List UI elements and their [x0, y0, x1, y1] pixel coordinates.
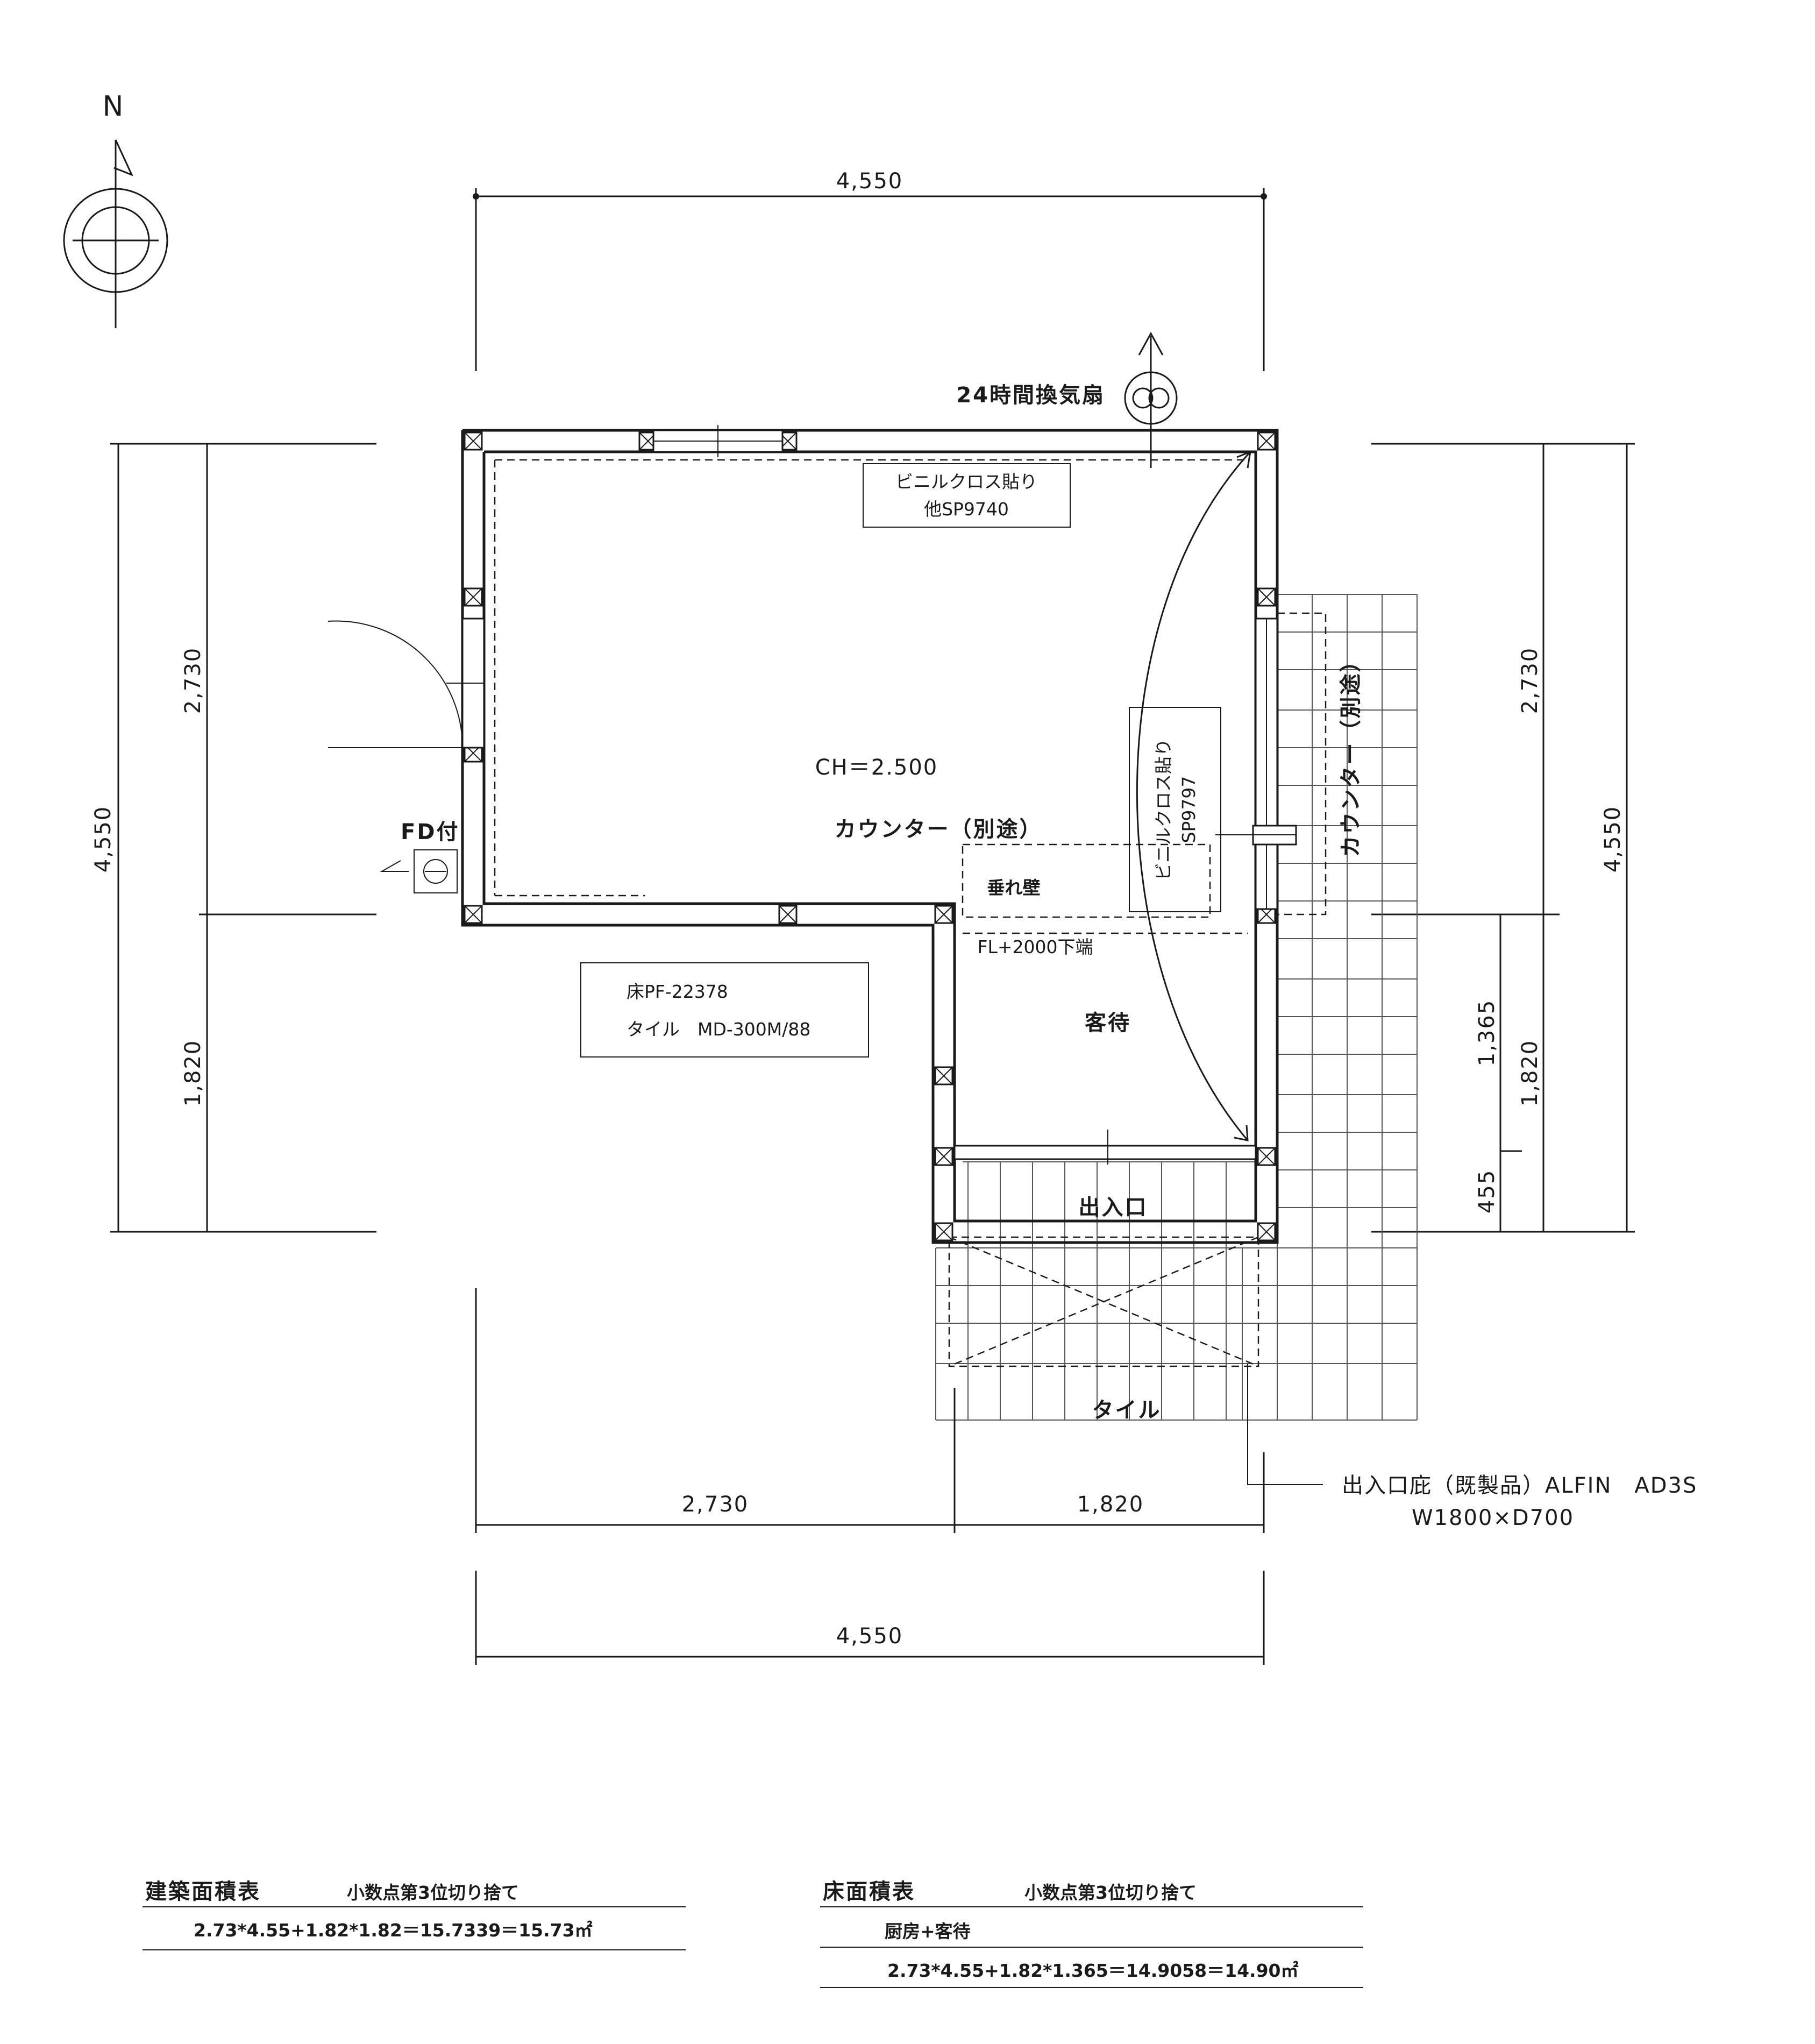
tile-label: タイル: [1092, 1398, 1162, 1423]
wall-cloth-line2: 他SP9740: [924, 499, 1009, 520]
north-arrow-icon: [63, 139, 168, 328]
floor-area-title: 床面積表: [823, 1879, 915, 1904]
dim-top-total: 4,550: [836, 169, 903, 194]
dim-left-upper: 2,730: [181, 647, 205, 714]
dim-right-455: 455: [1475, 1169, 1499, 1213]
hanging-wall-label: 垂れ壁: [987, 877, 1041, 898]
ceiling-height-label: CH＝2.500: [815, 755, 938, 780]
dim-right-total: 4,550: [1600, 806, 1625, 873]
entrance-door: [953, 1130, 1257, 1165]
building-area-formula: 2.73*4.55+1.82*1.82＝15.7339＝15.73㎡: [194, 1920, 593, 1941]
dim-left-total: 4,550: [91, 806, 116, 873]
dim-right-1820: 1,820: [1518, 1040, 1542, 1107]
wall-cloth-line1: ビニルクロス貼り: [895, 471, 1037, 492]
dim-left-lower: 1,820: [181, 1040, 205, 1107]
building-area-title: 建築面積表: [145, 1879, 261, 1904]
dim-right-1365: 1,365: [1475, 999, 1499, 1067]
dim-right-upper: 2,730: [1518, 647, 1542, 714]
dim-bottom-total: 4,550: [836, 1624, 903, 1649]
dim-bottom-right: 1,820: [1077, 1492, 1144, 1517]
counter-fixture: [1215, 825, 1297, 846]
fd-fan-icon: [380, 849, 458, 893]
counter-outline: [494, 459, 1327, 934]
floor-area-subtitle: 厨房+客待: [885, 1921, 971, 1942]
right-dimension-lines: [1371, 443, 1635, 1233]
building-area-note: 小数点第3位切り捨て: [347, 1882, 519, 1903]
entrance-canopy: [948, 1236, 1259, 1367]
floor-area-note: 小数点第3位切り捨て: [1024, 1882, 1197, 1903]
north-label: N: [103, 90, 124, 123]
vertical-cloth-line2: SP9797: [1178, 776, 1199, 843]
floor-note-line1: 床PF-22378: [627, 981, 728, 1002]
ventilation-fan-icon: [1124, 331, 1178, 468]
west-door: [328, 618, 485, 749]
building-area-table: [143, 1906, 686, 1950]
fan-label: 24時間換気扇: [956, 383, 1105, 408]
waiting-room-label: 客待: [1085, 1011, 1131, 1035]
floor-note-box: [580, 962, 869, 1058]
canopy-note-line2: W1800×D700: [1412, 1506, 1574, 1530]
top-window: [652, 425, 784, 457]
door-swing-arc: [1136, 451, 1251, 1141]
floor-area-table: [820, 1906, 1363, 1988]
counter-vertical-label: カウンター（別途）: [1339, 649, 1363, 857]
floor-area-formula: 2.73*4.55+1.82*1.365＝14.9058＝14.90㎡: [887, 1960, 1299, 1981]
dim-bottom-left: 2,730: [682, 1492, 749, 1517]
left-dimension-lines: [110, 443, 376, 1233]
vertical-cloth-line1: ビニルクロス貼り: [1153, 739, 1174, 881]
east-window: [1255, 618, 1278, 910]
vertical-cloth-note-box: [1129, 707, 1221, 912]
canopy-leader-line: [1247, 1364, 1323, 1485]
top-dimension-line: [473, 188, 1267, 371]
counter-label: カウンター（別途）: [835, 817, 1043, 842]
building-walls: [461, 429, 1279, 1244]
wall-cloth-note-box: [863, 463, 1071, 528]
entrance-label: 出入口: [1079, 1195, 1148, 1220]
hanging-wall-height-label: FL+2000下端: [978, 936, 1093, 957]
bottom-dimension-lines: [475, 1288, 1265, 1665]
canopy-note-line1: 出入口庇（既製品）ALFIN AD3S: [1342, 1473, 1697, 1498]
fd-label: FD付: [401, 820, 460, 844]
floor-note-line2: タイル MD-300M/88: [627, 1019, 810, 1040]
